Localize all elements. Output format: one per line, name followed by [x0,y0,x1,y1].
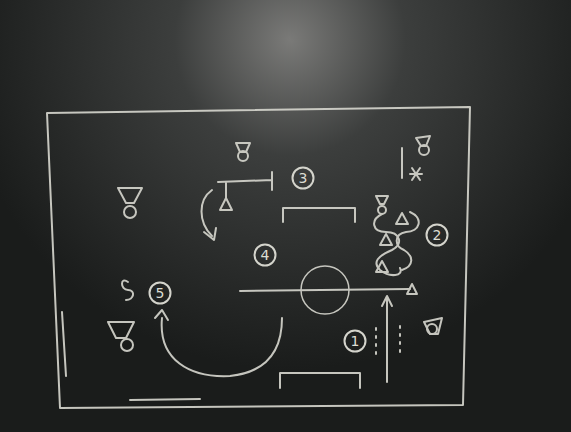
player-number: 4 [261,248,270,262]
circle-outline [293,168,314,189]
arrow-head [155,310,168,320]
circle-outline [150,283,171,304]
player-number-circle: 4 [253,243,277,267]
player-number: 3 [299,171,308,185]
player-number-circle: 3 [291,166,315,190]
base-mark [130,399,200,400]
player-figures [108,136,442,351]
centre-circle [301,266,349,314]
player-number: 5 [156,286,165,300]
goal [283,208,355,222]
player-number-circle: 1 [343,329,367,353]
player-number: 2 [433,228,442,242]
arrow-head [204,228,216,240]
run-arrow [386,298,388,382]
dribble-path [397,212,419,270]
marker [402,148,422,180]
arrow-head [382,296,392,306]
circle-outline [427,225,448,246]
side-mark [62,312,66,376]
dotted-line [376,326,400,358]
player-number: 1 [351,334,360,348]
player-number-circle: 2 [425,223,449,247]
halfway-line [240,289,410,291]
circle-outline [255,245,276,266]
pitch-outline [47,107,470,408]
player-number-circle: 5 [148,281,172,305]
curved-run [162,318,282,376]
marker [218,172,272,198]
curved-run [202,190,213,236]
goal [280,373,360,388]
circle-outline [345,331,366,352]
cones [220,198,417,294]
